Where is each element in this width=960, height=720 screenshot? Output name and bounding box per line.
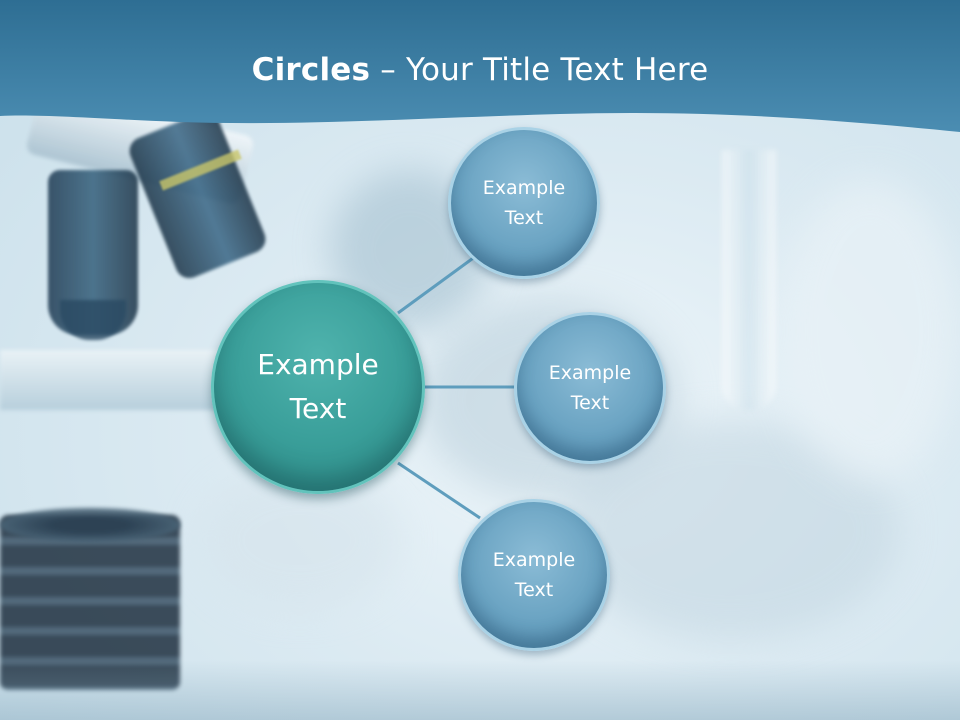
- connector-top: [397, 254, 477, 315]
- slide-title: Circles – Your Title Text Here: [0, 52, 960, 88]
- title-band: Circles – Your Title Text Here: [0, 0, 960, 140]
- satellite-circle-label: Example Text: [548, 362, 632, 414]
- slide-title-rest: – Your Title Text Here: [370, 52, 709, 88]
- connector-bottom: [397, 461, 481, 520]
- satellite-circle-middle[interactable]: Example Text: [514, 312, 666, 464]
- satellite-circle-label: Example Text: [492, 549, 576, 601]
- center-circle-label: Example Text: [257, 348, 379, 425]
- title-band-wave: [0, 0, 960, 132]
- satellite-circle-top[interactable]: Example Text: [448, 127, 600, 279]
- satellite-circle-bottom[interactable]: Example Text: [458, 499, 610, 651]
- center-circle[interactable]: Example Text: [211, 280, 425, 494]
- satellite-circle-label: Example Text: [482, 177, 566, 229]
- slide-title-bold: Circles: [251, 52, 371, 88]
